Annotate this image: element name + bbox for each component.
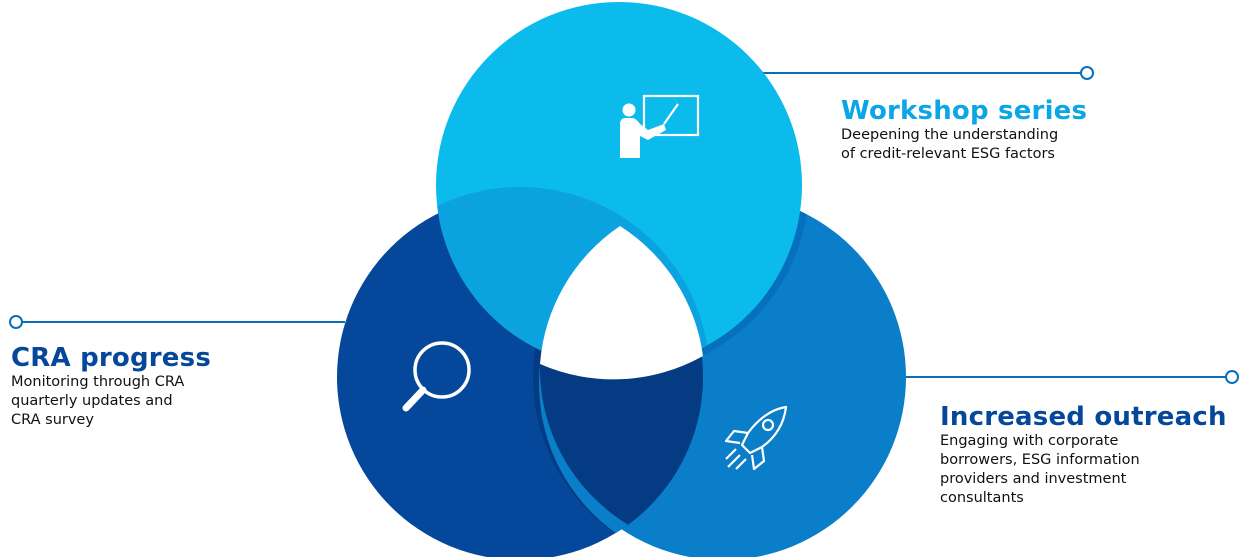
workshop-title: Workshop series	[841, 96, 1088, 126]
connector-lines	[9, 66, 1239, 384]
outreach-description-line: providers and investment	[940, 471, 1127, 487]
magnifying-glass-icon	[402, 341, 471, 412]
workshop-block: Workshop series Deepening the understand…	[841, 96, 1141, 164]
outreach-description-line: borrowers, ESG information	[940, 452, 1140, 468]
outreach-title: Increased outreach	[940, 402, 1227, 432]
teacher-presentation-icon	[620, 94, 700, 158]
connector-end-workshop	[1080, 66, 1094, 80]
rocket-icon	[724, 405, 788, 471]
workshop-description-line: Deepening the understanding	[841, 127, 1059, 143]
outreach-description-line: consultants	[940, 490, 1024, 506]
workshop-description: Deepening the understanding of credit-re…	[841, 126, 1141, 164]
cra-description-line: CRA survey	[11, 412, 94, 428]
cra-block: CRA progress Monitoring through CRA quar…	[11, 343, 251, 430]
connector-end-cra	[9, 315, 23, 329]
outreach-block: Increased outreach Engaging with corpora…	[940, 402, 1240, 508]
cra-description-line: Monitoring through CRA	[11, 374, 185, 390]
workshop-description-line: of credit-relevant ESG factors	[841, 146, 1055, 162]
outreach-weave-over-cra	[539, 365, 660, 541]
cra-title: CRA progress	[11, 343, 211, 373]
center-gap	[540, 226, 703, 380]
cra-description-line: quarterly updates and	[11, 393, 173, 409]
cra-description: Monitoring through CRA quarterly updates…	[11, 373, 251, 430]
connector-end-outreach	[1225, 370, 1239, 384]
outreach-description: Engaging with corporate borrowers, ESG i…	[940, 432, 1240, 508]
outreach-description-line: Engaging with corporate	[940, 433, 1119, 449]
